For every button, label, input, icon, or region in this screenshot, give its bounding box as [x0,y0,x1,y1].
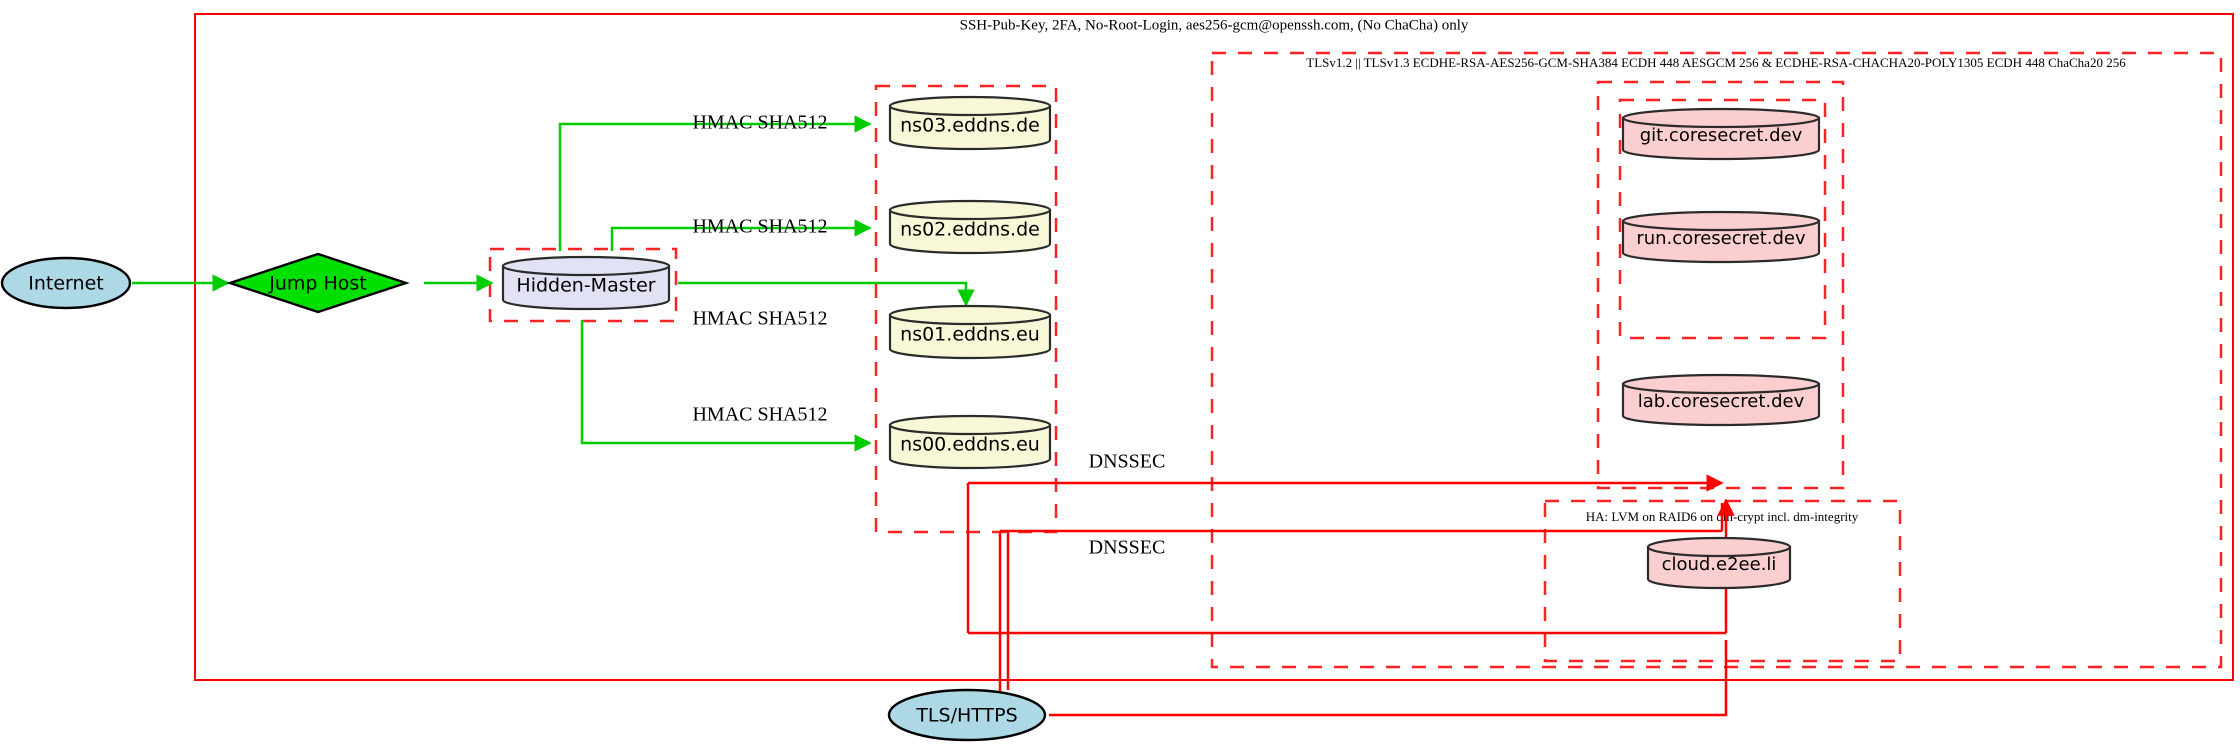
node-ns03[interactable]: ns03.eddns.de [888,95,1052,151]
git-cyl-body [1621,116,1821,161]
tls-https-ellipse [887,688,1047,742]
node-jump-host-label: Jump Host [268,273,367,295]
jump-host-diamond [226,252,410,314]
node-run-coresecret[interactable]: run.coresecret.dev [1621,210,1821,264]
node-ns00[interactable]: ns00.eddns.eu [888,414,1052,470]
cluster-coresecret-inner-boundary [1618,98,1827,340]
ns02-cyl-top [888,199,1052,221]
cloud-cyl-body [1646,545,1792,590]
ns03-cyl-top [888,95,1052,117]
edge-label-hmac-ns03: HMAC SHA512 [692,112,827,134]
node-ns01-label: ns01.eddns.eu [900,324,1040,346]
node-ns00-label: ns00.eddns.eu [900,434,1040,456]
cloud-cyl-top [1646,536,1792,558]
edge-hidden-master-to-ns03 [558,115,872,251]
node-tls-https[interactable]: TLS/HTTPS [887,688,1047,742]
node-hidden-master-label: Hidden-Master [516,275,655,297]
ns01-cyl-top [888,304,1052,326]
ns03-cyl-body [888,104,1052,151]
lab-cyl-top [1621,373,1821,395]
node-ns03-label: ns03.eddns.de [900,115,1040,137]
node-git-coresecret[interactable]: git.coresecret.dev [1621,107,1821,161]
lab-cyl-body [1621,382,1821,427]
edge-label-dnssec-upper: DNSSEC [1089,451,1166,473]
ns00-cyl-body [888,423,1052,470]
node-ns02[interactable]: ns02.eddns.de [888,199,1052,255]
ns02-cyl-body [888,208,1052,255]
edge-label-hmac-ns00: HMAC SHA512 [692,404,827,426]
node-jump-host[interactable]: Jump Host [226,252,410,314]
node-ns02-label: ns02.eddns.de [900,219,1040,241]
edge-hidden-master-to-ns02 [610,219,872,251]
edge-hidden-master-to-ns00 [580,320,872,452]
git-cyl-top [1621,107,1821,129]
run-cyl-body [1621,219,1821,264]
edge-hidden-master-to-ns01 [678,281,975,307]
node-lab-coresecret[interactable]: lab.coresecret.dev [1621,373,1821,427]
hidden-master-cyl-top [501,255,671,277]
edge-label-dnssec-lower: DNSSEC [1089,537,1166,559]
ns00-cyl-top [888,414,1052,436]
cluster-tls-label: TLSv1.2 || TLSv1.3 ECDHE-RSA-AES256-GCM-… [1306,55,2126,70]
node-cloud-e2ee[interactable]: cloud.e2ee.li [1646,536,1792,590]
node-hidden-master[interactable]: Hidden-Master [501,255,671,311]
node-cloud-label: cloud.e2ee.li [1662,554,1777,575]
ns01-cyl-body [888,313,1052,360]
node-lab-label: lab.coresecret.dev [1638,391,1805,412]
cluster-coresecret-outer-boundary [1596,80,1845,490]
node-internet[interactable]: Internet [0,256,132,310]
node-run-label: run.coresecret.dev [1636,228,1806,249]
node-tls-https-label: TLS/HTTPS [915,705,1017,727]
cluster-ssh-label: SSH-Pub-Key, 2FA, No-Root-Login, aes256-… [960,17,1469,33]
cluster-dns-boundary [874,84,1058,534]
node-internet-label: Internet [28,273,103,295]
edge-label-hmac-ns02: HMAC SHA512 [692,216,827,238]
node-git-label: git.coresecret.dev [1640,125,1803,146]
cluster-ha-boundary [1543,499,1902,663]
run-cyl-top [1621,210,1821,232]
cluster-tls-boundary [1210,51,2223,669]
edge-tls-https-to-cloud [1049,640,1728,717]
node-ns01[interactable]: ns01.eddns.eu [888,304,1052,360]
edge-label-hmac-ns01: HMAC SHA512 [692,308,827,330]
cluster-ssh-boundary [194,13,2234,681]
hidden-master-cyl-body [501,264,671,311]
internet-ellipse [0,256,132,310]
